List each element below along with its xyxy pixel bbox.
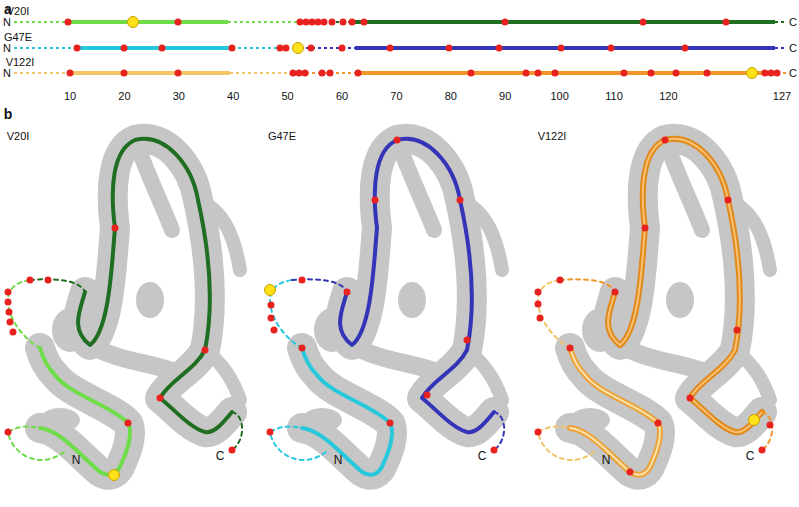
axis-tick: 110 [605,91,623,102]
axis-tick: 40 [227,91,239,102]
terminus-label: C [746,450,755,462]
terminus-label: N [3,17,11,28]
terminus-label: C [216,450,225,462]
sequence-maps [14,17,786,79]
axis-tick: 80 [445,91,457,102]
variant-name: G47E [4,32,32,43]
terminus-label: N [602,454,611,466]
axis-tick: 127 [773,91,791,102]
axis-tick: 70 [390,91,402,102]
variant-name: G47E [268,131,296,142]
terminus-label: N [334,454,343,466]
axis-tick: 30 [173,91,185,102]
variant-name: V122I [6,57,35,68]
terminus-label: N [3,68,11,79]
density-maps [5,137,774,481]
variant-name: V20I [7,6,30,17]
axis-tick: 90 [499,91,511,102]
axis-tick: 120 [659,91,677,102]
axis-tick: 100 [550,91,568,102]
terminus-label: C [789,17,797,28]
axis-tick: 60 [336,91,348,102]
terminus-label: C [789,68,797,79]
variant-name: V20I [7,131,30,142]
terminus-label: C [478,450,487,462]
axis-tick: 50 [281,91,293,102]
panel-letter: b [4,107,13,121]
axis-tick: 10 [64,91,76,102]
terminus-label: N [3,43,11,54]
axis-tick: 20 [118,91,130,102]
terminus-label: N [72,454,81,466]
variant-name: V122I [538,131,567,142]
terminus-label: C [789,43,797,54]
